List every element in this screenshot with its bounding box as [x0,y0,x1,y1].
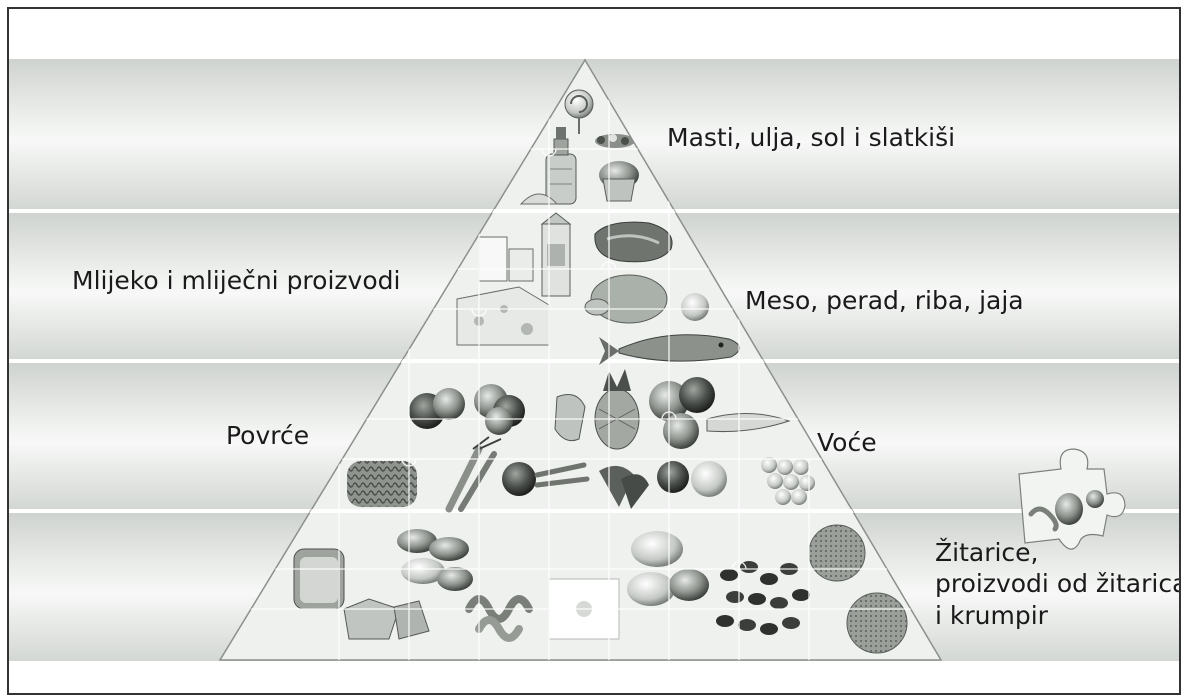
cheese-icon [456,286,550,346]
lollipop-icon [564,89,594,134]
chicken-icon [584,274,668,324]
rolls-icon [397,529,473,591]
label-vegetables: Povrće [226,421,310,450]
label-fruit: Voće [817,428,877,457]
sugar-spoon-icon [519,193,559,205]
peach-icon [691,461,727,497]
puzzle-lines [220,69,941,660]
food-pyramid [218,58,1126,661]
label-fats-oils-salt-sweets: Masti, ulja, sol i slatkiši [667,123,956,152]
strawberry-icon [599,465,649,509]
leek-icon [534,462,590,488]
pepper-icon [554,394,586,442]
lettuce-icon [347,461,417,507]
candy-icon [595,134,635,148]
banana-icon [706,413,791,433]
loose-puzzle-piece-icon [1018,448,1126,550]
potato-icon [627,531,709,606]
label-milk-dairy: Mlijeko i mliječni proizvodi [72,266,401,295]
oil-bottle-icon [545,127,577,205]
rice-icon [808,524,908,654]
onion-icon [502,462,536,496]
egg-icon [681,293,709,321]
food-pyramid-frame: Masti, ulja, sol i slatkiši Mlijeko i ml… [7,7,1181,695]
grapes-icon [761,457,815,505]
tomato-icon [409,388,465,429]
label-meat-poultry-fish-eggs: Meso, perad, riba, jaja [745,286,1024,315]
label-grains-potatoes: Žitarice, proizvodi od žitarica i krumpi… [935,538,1181,630]
milk-glass-icon [478,236,534,282]
plum-icon [657,461,689,493]
beans-icon [716,561,810,635]
steak-icon [594,221,673,263]
milk-carton-icon [540,212,572,297]
